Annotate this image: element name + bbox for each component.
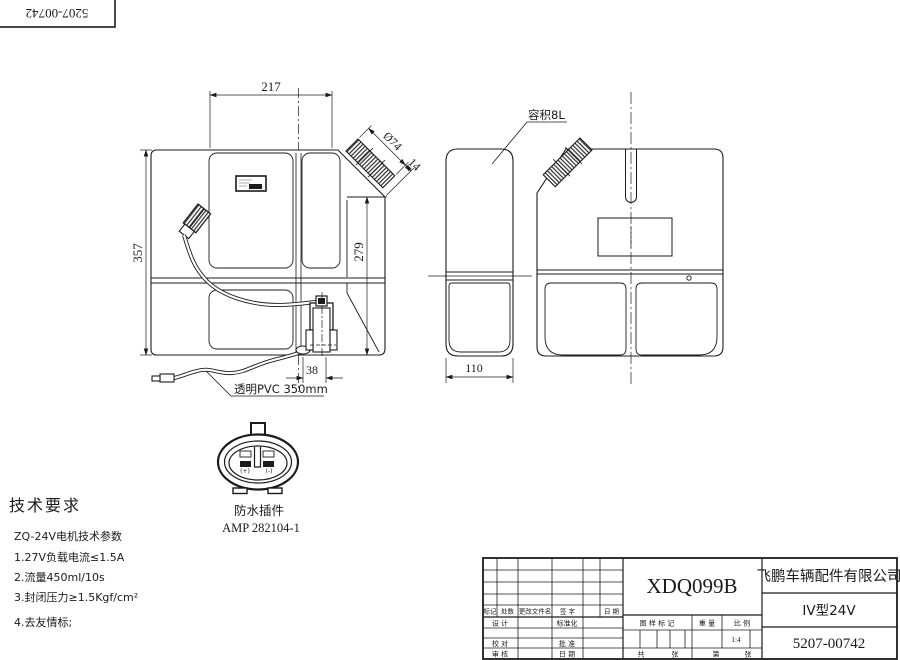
label-capacity: 容积8L	[528, 108, 565, 122]
tech-req-item-3: 3.封闭压力≥1.5Kgf/cm²	[14, 590, 138, 604]
dim-height-357: 357	[130, 243, 145, 263]
connector-detail: (+) (-) 防水插件 AMP 282104-1	[216, 422, 300, 535]
front-recess-top-left	[208, 152, 294, 269]
rear-small-hole	[686, 275, 692, 281]
dim-pump-38: 38	[306, 363, 318, 377]
front-filler-neck: Ø74 14	[345, 125, 424, 196]
front-outline	[150, 149, 386, 356]
pvc-tube	[151, 347, 309, 383]
side-outline	[445, 148, 514, 357]
corner-stamp-code: 5207-00742	[26, 6, 89, 21]
rear-filler-neck	[542, 137, 593, 188]
corner-stamp-box: 5207-00742	[0, 0, 116, 28]
rear-view	[536, 92, 724, 385]
connector-minus-mark: (-)	[266, 468, 273, 475]
tb-date-label: 日 期	[559, 651, 575, 659]
tb-rev-mark: 标记	[484, 607, 498, 616]
connector-caption: 防水插件	[234, 503, 284, 518]
wire-connector-2pin	[178, 203, 212, 240]
tb-rev-date: 日 期	[604, 608, 620, 616]
tb-part-number: 5207-00742	[793, 636, 866, 652]
tech-req-item-1: 1.27V负载电流≤1.5A	[14, 550, 125, 564]
tb-drawing-code: XDQ099B	[646, 574, 737, 598]
dim-neck-length: 14	[405, 155, 423, 173]
front-recess-bottom-left	[208, 289, 294, 350]
tb-rev-count: 处数	[501, 607, 515, 616]
tube-nozzle-tip	[151, 375, 161, 382]
tech-req-item-2: 2.流量450ml/10s	[14, 570, 105, 584]
tb-standard-label: 标准化	[557, 619, 578, 628]
tb-check-label: 校 对	[492, 639, 508, 648]
tb-rev-sign: 签 字	[560, 607, 576, 616]
dim-width-217: 217	[261, 79, 281, 94]
dim-width-110: 110	[465, 361, 483, 375]
label-pvc-tube: 透明PVC 350mm	[234, 382, 328, 396]
dim-height-279: 279	[351, 242, 366, 262]
side-view	[428, 148, 532, 357]
tech-requirements: 技术要求 ZQ-24V电机技术参数 1.27V负载电流≤1.5A 2.流量450…	[9, 496, 138, 629]
tube-nozzle	[159, 373, 175, 383]
tb-scale-label: 比 例	[734, 619, 750, 628]
rear-center-rect	[597, 217, 673, 257]
rear-outline	[536, 148, 724, 357]
tb-weight-label: 重 量	[699, 620, 715, 628]
tank-nameplate	[235, 175, 267, 192]
tb-total-label: 共	[638, 650, 645, 659]
tb-page-label: 第	[713, 650, 720, 659]
connector-plus-mark: (+)	[240, 468, 250, 475]
pump-wire-harness	[178, 203, 317, 308]
dimensions: 217 357 279 38 110	[130, 79, 514, 383]
leader-labels: 透明PVC 350mm 容积8L	[205, 108, 567, 397]
tb-review-label: 审 核	[492, 650, 508, 659]
tb-sheet-label: 张	[745, 650, 752, 659]
tech-req-title: 技术要求	[9, 496, 81, 515]
dim-neck-diameter: Ø74	[380, 129, 405, 154]
tb-approve-label: 批 准	[559, 639, 575, 648]
tb-company-name: 飞鹏车辆配件有限公司	[757, 568, 900, 585]
tb-scale-value: 1:4	[731, 635, 741, 644]
tech-req-item-4: 4.去友情标;	[14, 615, 72, 629]
title-block: 标记 处数 更改文件名 签 字 日 期 设 计 标准化 校 对 批 准 审 核 …	[482, 557, 900, 660]
tb-stamp-label: 图 样 标 记	[640, 619, 675, 628]
tb-sheets-label: 张	[672, 650, 679, 659]
tb-rev-file: 更改文件名	[519, 607, 552, 616]
connector-part-number: AMP 282104-1	[222, 521, 300, 535]
tb-design-label: 设 计	[492, 619, 508, 628]
front-recess-top-right	[301, 152, 341, 269]
tb-model: IV型24V	[802, 603, 856, 619]
front-view: Ø74 14	[150, 88, 424, 392]
tech-req-subtitle: ZQ-24V电机技术参数	[14, 529, 122, 543]
washer-pump	[295, 292, 338, 358]
